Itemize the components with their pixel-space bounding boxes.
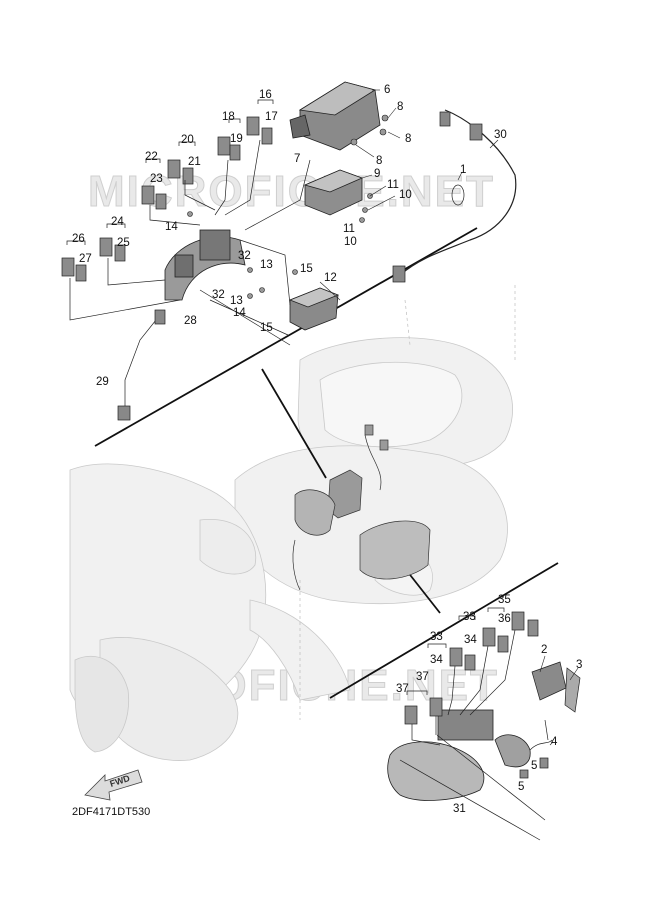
dashed-leaders [299, 285, 516, 720]
callout-23: 23 [150, 173, 163, 185]
fwd-arrow: FWD [84, 769, 143, 801]
callout-14: 14 [233, 307, 246, 319]
callout-20: 20 [181, 134, 194, 146]
callout-37: 37 [416, 671, 429, 683]
callout-2: 2 [541, 644, 547, 656]
callout-7: 7 [294, 153, 300, 165]
callout-3: 3 [576, 659, 582, 671]
callout-11: 11 [343, 223, 355, 235]
callout-37: 37 [396, 683, 409, 695]
wire-leaders-bottom [399, 629, 553, 841]
connectors-top [61, 116, 273, 282]
callout-29: 29 [96, 376, 109, 388]
callout-36: 36 [498, 613, 511, 625]
callout-35: 35 [498, 594, 511, 606]
rectifier-unit [303, 169, 364, 216]
callout-11: 11 [387, 179, 399, 191]
relay-block-12 [288, 287, 340, 331]
callout-19: 19 [230, 133, 243, 145]
harness-bundle-28 [164, 229, 246, 301]
motorcycle-silhouette [69, 337, 513, 761]
callout-27: 27 [79, 253, 92, 265]
callout-labels: 1 2 3 4 5 5 6 7 8 8 8 9 10 10 11 11 12 1… [72, 84, 582, 815]
callout-16: 16 [259, 89, 272, 101]
callout-5: 5 [518, 781, 524, 793]
connectors-bottom [404, 611, 581, 779]
callout-18: 18 [222, 111, 235, 123]
callout-34: 34 [430, 654, 443, 666]
bottom-harness-31 [387, 709, 531, 801]
callout-33: 33 [463, 611, 476, 623]
callout-28: 28 [184, 315, 197, 327]
callout-22: 22 [145, 151, 158, 163]
callout-leaders [319, 89, 579, 746]
callout-33: 33 [430, 631, 443, 643]
callout-32: 32 [212, 289, 225, 301]
bolts-top [187, 114, 389, 299]
callout-31: 31 [453, 803, 466, 815]
callout-24: 24 [111, 216, 124, 228]
watermark-top: MICROFICHE.NET [88, 167, 495, 216]
callout-17: 17 [265, 111, 278, 123]
callout-6: 6 [384, 84, 390, 96]
callout-21: 21 [188, 156, 201, 168]
callout-15: 15 [260, 322, 273, 334]
callout-13: 13 [260, 259, 273, 271]
callout-26: 26 [72, 233, 85, 245]
callout-4: 4 [551, 736, 558, 748]
callout-10: 10 [399, 189, 412, 201]
wire-leaders-top [69, 109, 517, 421]
callout-5: 5 [531, 760, 537, 772]
diagram-code: 2DF4171DT530 [72, 806, 150, 818]
callout-8: 8 [397, 101, 403, 113]
callout-8: 8 [376, 155, 382, 167]
callout-25: 25 [117, 237, 130, 249]
callout-12: 12 [324, 272, 337, 284]
callout-30: 30 [494, 129, 507, 141]
callout-13: 13 [230, 295, 243, 307]
callout-15: 15 [300, 263, 313, 275]
section-dividers [94, 227, 559, 699]
bike-harness-mid [292, 424, 431, 591]
callout-8: 8 [405, 133, 411, 145]
callout-34: 34 [464, 634, 477, 646]
callout-14: 14 [165, 221, 178, 233]
callout-9: 9 [374, 168, 380, 180]
ecu-unit [289, 81, 381, 151]
callout-32: 32 [238, 250, 251, 262]
callout-1: 1 [460, 164, 466, 176]
callout-10: 10 [344, 236, 357, 248]
callout-brackets [66, 99, 505, 695]
